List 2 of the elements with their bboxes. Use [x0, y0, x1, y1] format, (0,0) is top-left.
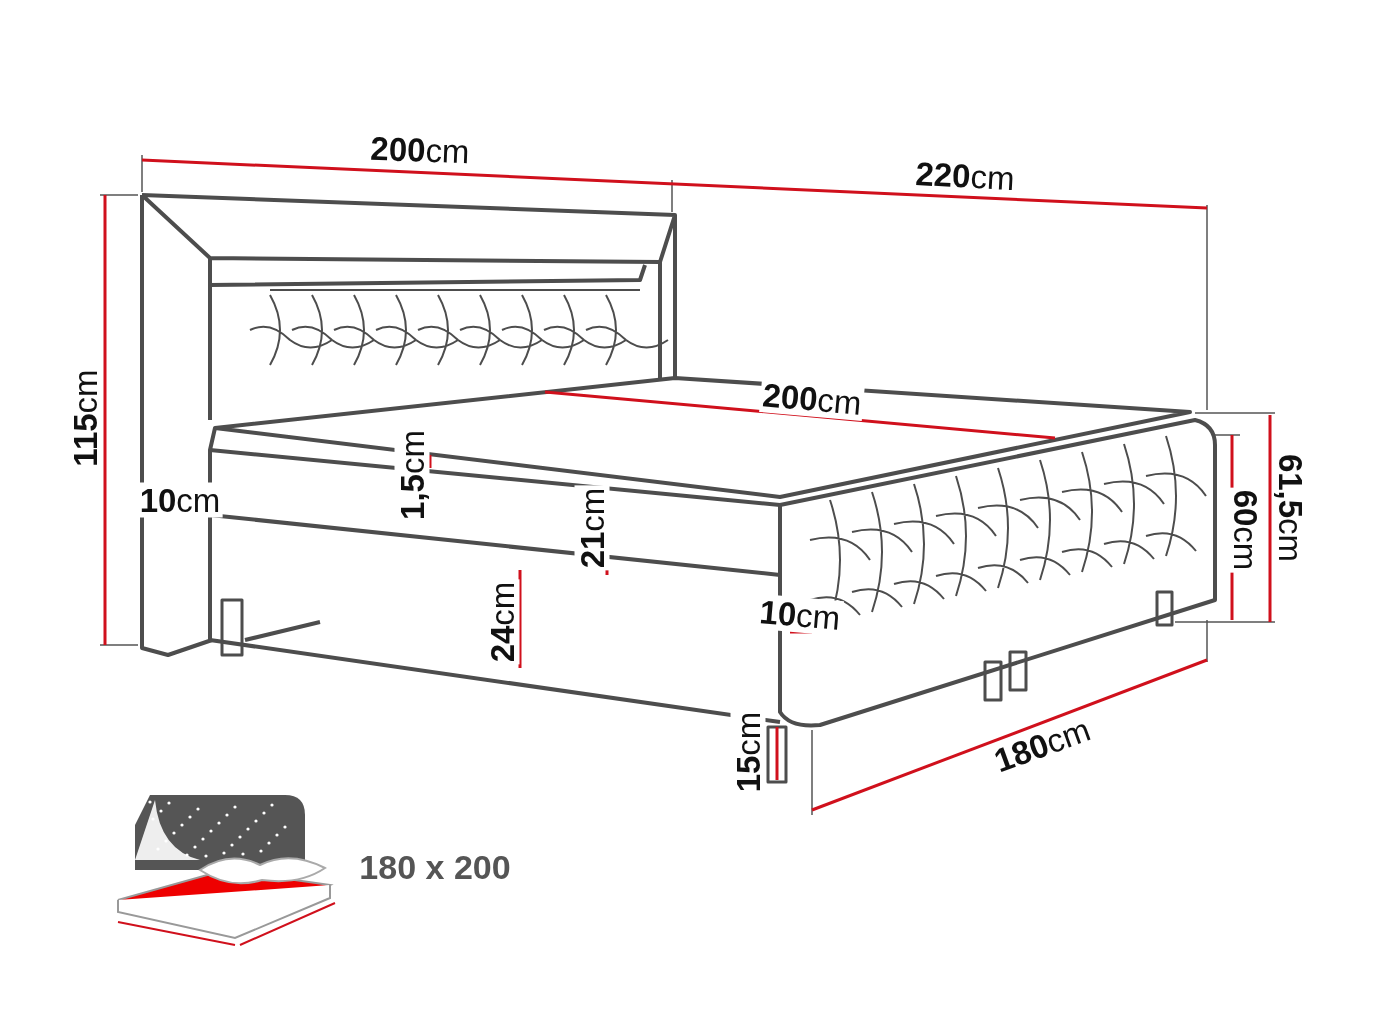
dimension-label: 21cm: [574, 485, 610, 571]
dimension-label: 10cm: [137, 482, 223, 518]
